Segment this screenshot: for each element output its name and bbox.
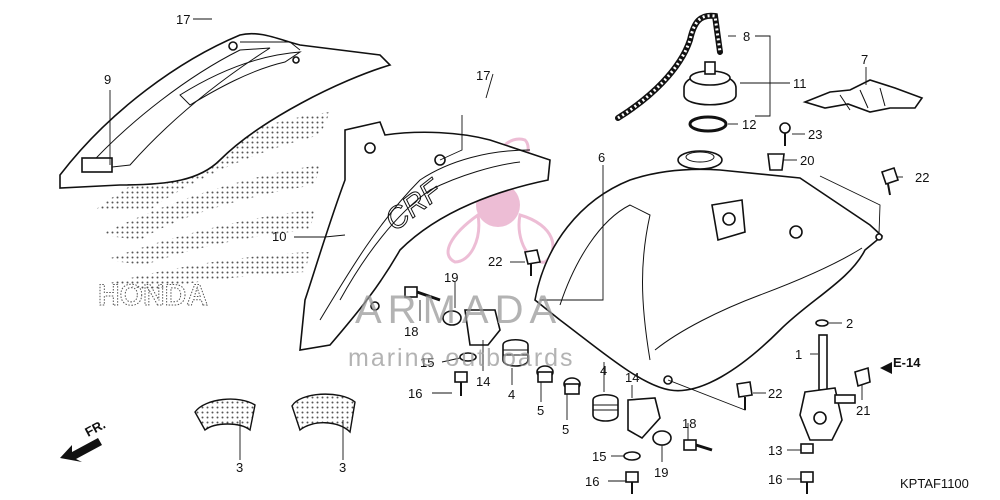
callout-20: 20	[800, 153, 814, 168]
callout-4-right: 4	[600, 363, 607, 378]
callout-18-left: 18	[404, 324, 418, 339]
callout-23: 23	[808, 127, 822, 142]
part-12-gasket	[688, 115, 728, 133]
part-22-bolt-lower	[736, 381, 753, 410]
part-14-bracket-left	[464, 309, 501, 346]
part-6-fuel-tank	[534, 150, 884, 392]
front-direction-label: FR.	[82, 417, 108, 440]
callout-16-valve: 16	[768, 472, 782, 487]
part-15-washer-left	[459, 352, 477, 362]
callout-16-left: 16	[408, 386, 422, 401]
callout-22-lower: 22	[768, 386, 782, 401]
watermark-brand: ARMADA	[355, 288, 562, 332]
callout-7: 7	[861, 52, 868, 67]
part-19-collar-left	[442, 310, 462, 326]
callout-9: 9	[104, 72, 111, 87]
callout-4-left: 4	[508, 387, 515, 402]
callout-10: 10	[272, 229, 286, 244]
callout-21: 21	[856, 403, 870, 418]
part-19-collar-right	[652, 430, 672, 446]
part-13-bolt	[800, 443, 814, 454]
section-ref-label: E-14	[893, 355, 921, 370]
part-18-bolt-left	[404, 286, 441, 302]
part-22-bolt-center	[524, 249, 541, 276]
part-4-cushion-left	[502, 338, 529, 367]
part-3-cushion-left	[194, 398, 256, 432]
part-20-grommet	[767, 153, 785, 171]
callout-22-right: 22	[915, 170, 929, 185]
callout-1: 1	[795, 347, 802, 362]
part-18-bolt-right	[683, 439, 713, 452]
part-15-washer-right	[623, 451, 641, 461]
callout-16-right: 16	[585, 474, 599, 489]
part-16-bolt-right	[625, 471, 639, 494]
callout-18-right: 18	[682, 416, 696, 431]
part-2-washer	[815, 319, 829, 327]
callout-22-center: 22	[488, 254, 502, 269]
part-5-collar-right	[563, 377, 581, 395]
callout-19-left: 19	[444, 270, 458, 285]
callout-3-left: 3	[236, 460, 243, 475]
leader-lines	[109, 18, 903, 482]
part-5-collar-left	[536, 365, 554, 383]
part-14-bracket-right	[627, 397, 661, 440]
part-21-clip	[854, 366, 871, 388]
callout-17-side: 17	[476, 68, 490, 83]
diagram-code: KPTAF1100	[900, 476, 969, 491]
honda-emblem-text: HONDA	[98, 279, 208, 312]
callout-8: 8	[743, 29, 750, 44]
callout-17-top: 17	[176, 12, 190, 27]
callout-5-right: 5	[562, 422, 569, 437]
callout-5-left: 5	[537, 403, 544, 418]
callout-6: 6	[598, 150, 605, 165]
part-7-strap	[802, 79, 924, 113]
callout-14-left: 14	[476, 374, 490, 389]
part-3-cushion-right	[291, 393, 356, 434]
watermark-tagline: marine outboards	[348, 344, 575, 372]
part-11-fuel-cap	[683, 61, 737, 106]
part-4-cushion-right	[592, 393, 619, 422]
part-22-bolt-right	[880, 166, 900, 196]
callout-19-right: 19	[654, 465, 668, 480]
callout-2: 2	[846, 316, 853, 331]
part-16-bolt-left	[454, 371, 468, 396]
part-1-fuel-valve	[799, 334, 856, 441]
callout-14-right: 14	[625, 370, 639, 385]
callout-11: 11	[793, 76, 807, 91]
callout-15-right: 15	[592, 449, 606, 464]
callout-15-left: 15	[420, 355, 434, 370]
front-direction-arrow-icon	[60, 438, 102, 462]
section-ref-arrow-icon	[880, 362, 892, 374]
callout-13: 13	[768, 443, 782, 458]
callout-12: 12	[742, 117, 756, 132]
part-9-shroud-top	[59, 32, 392, 189]
part-10-shroud-side: CRF	[299, 121, 551, 351]
callout-3-right: 3	[339, 460, 346, 475]
callout-labels: 17 9 17 10 19 18 15 16 14 4 5 5 4 14 22 …	[104, 12, 929, 489]
part-23-bolt	[779, 122, 791, 146]
part-16-bolt-valve	[800, 471, 814, 494]
